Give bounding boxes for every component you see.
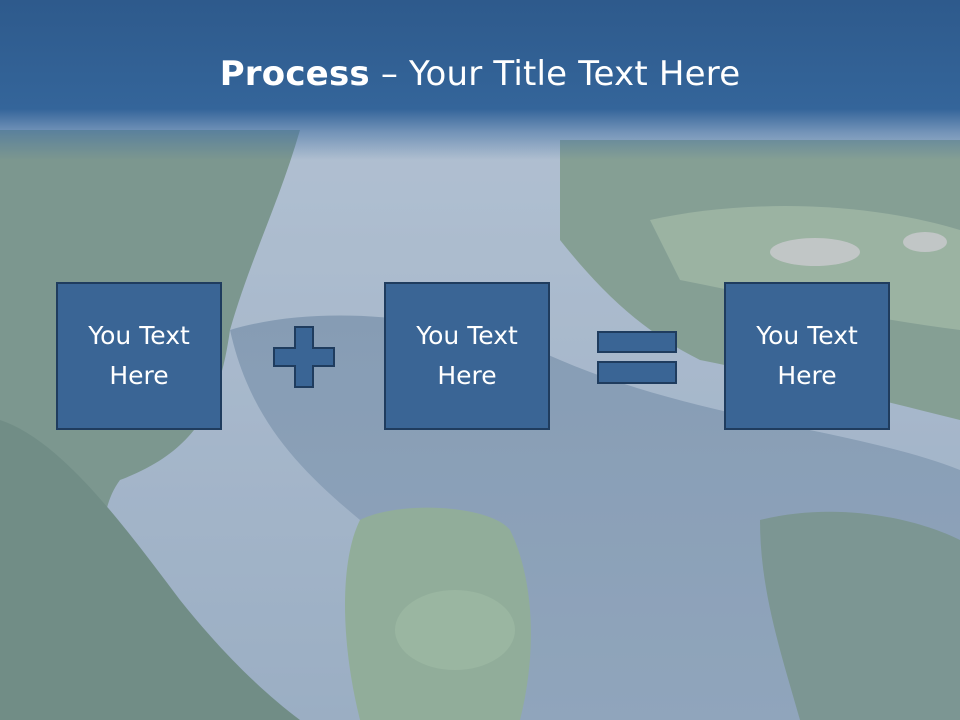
process-box-3[interactable]: You Text Here bbox=[724, 282, 890, 430]
title-bar bbox=[0, 0, 960, 160]
process-box-1[interactable]: You Text Here bbox=[56, 282, 222, 430]
process-box-3-text: You Text Here bbox=[756, 321, 858, 390]
process-box-2[interactable]: You Text Here bbox=[384, 282, 550, 430]
plus-icon bbox=[273, 326, 335, 388]
process-box-2-text: You Text Here bbox=[416, 321, 518, 390]
title-rest-text: – Your Title Text Here bbox=[369, 54, 741, 94]
slide-title: Process – Your Title Text Here bbox=[0, 52, 960, 96]
equals-icon bbox=[597, 331, 677, 384]
title-bold-text: Process bbox=[219, 54, 370, 94]
process-box-1-text: You Text Here bbox=[88, 321, 190, 390]
